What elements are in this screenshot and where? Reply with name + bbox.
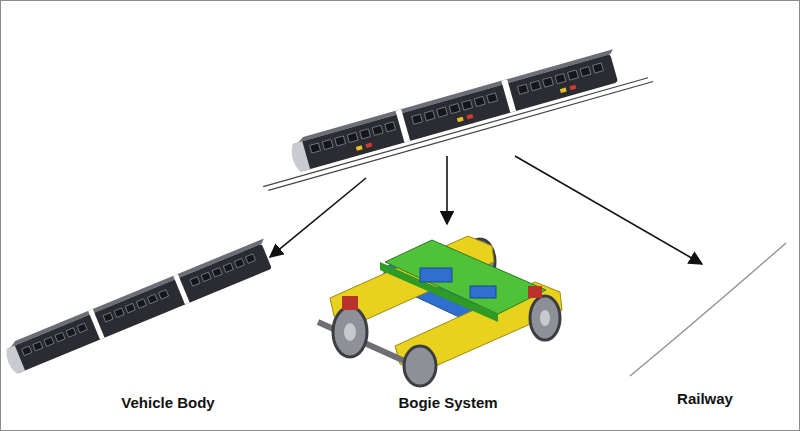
arrow bbox=[446, 156, 448, 224]
railway-line bbox=[630, 243, 786, 376]
train-nose bbox=[289, 141, 310, 173]
train-illustration bbox=[253, 41, 653, 191]
part-label: Vehicle Body bbox=[121, 394, 214, 411]
arrow bbox=[515, 156, 702, 264]
car-gap bbox=[395, 109, 410, 142]
train-windows bbox=[310, 63, 604, 153]
car-gap bbox=[501, 79, 516, 112]
vehicle-body-illustration bbox=[2, 238, 276, 375]
train-markings bbox=[356, 85, 576, 151]
part-label: Railway bbox=[677, 390, 733, 407]
bogie-illustration bbox=[318, 236, 562, 386]
arrow bbox=[270, 178, 366, 257]
train-body bbox=[293, 54, 618, 172]
part-label: Bogie System bbox=[398, 394, 497, 411]
